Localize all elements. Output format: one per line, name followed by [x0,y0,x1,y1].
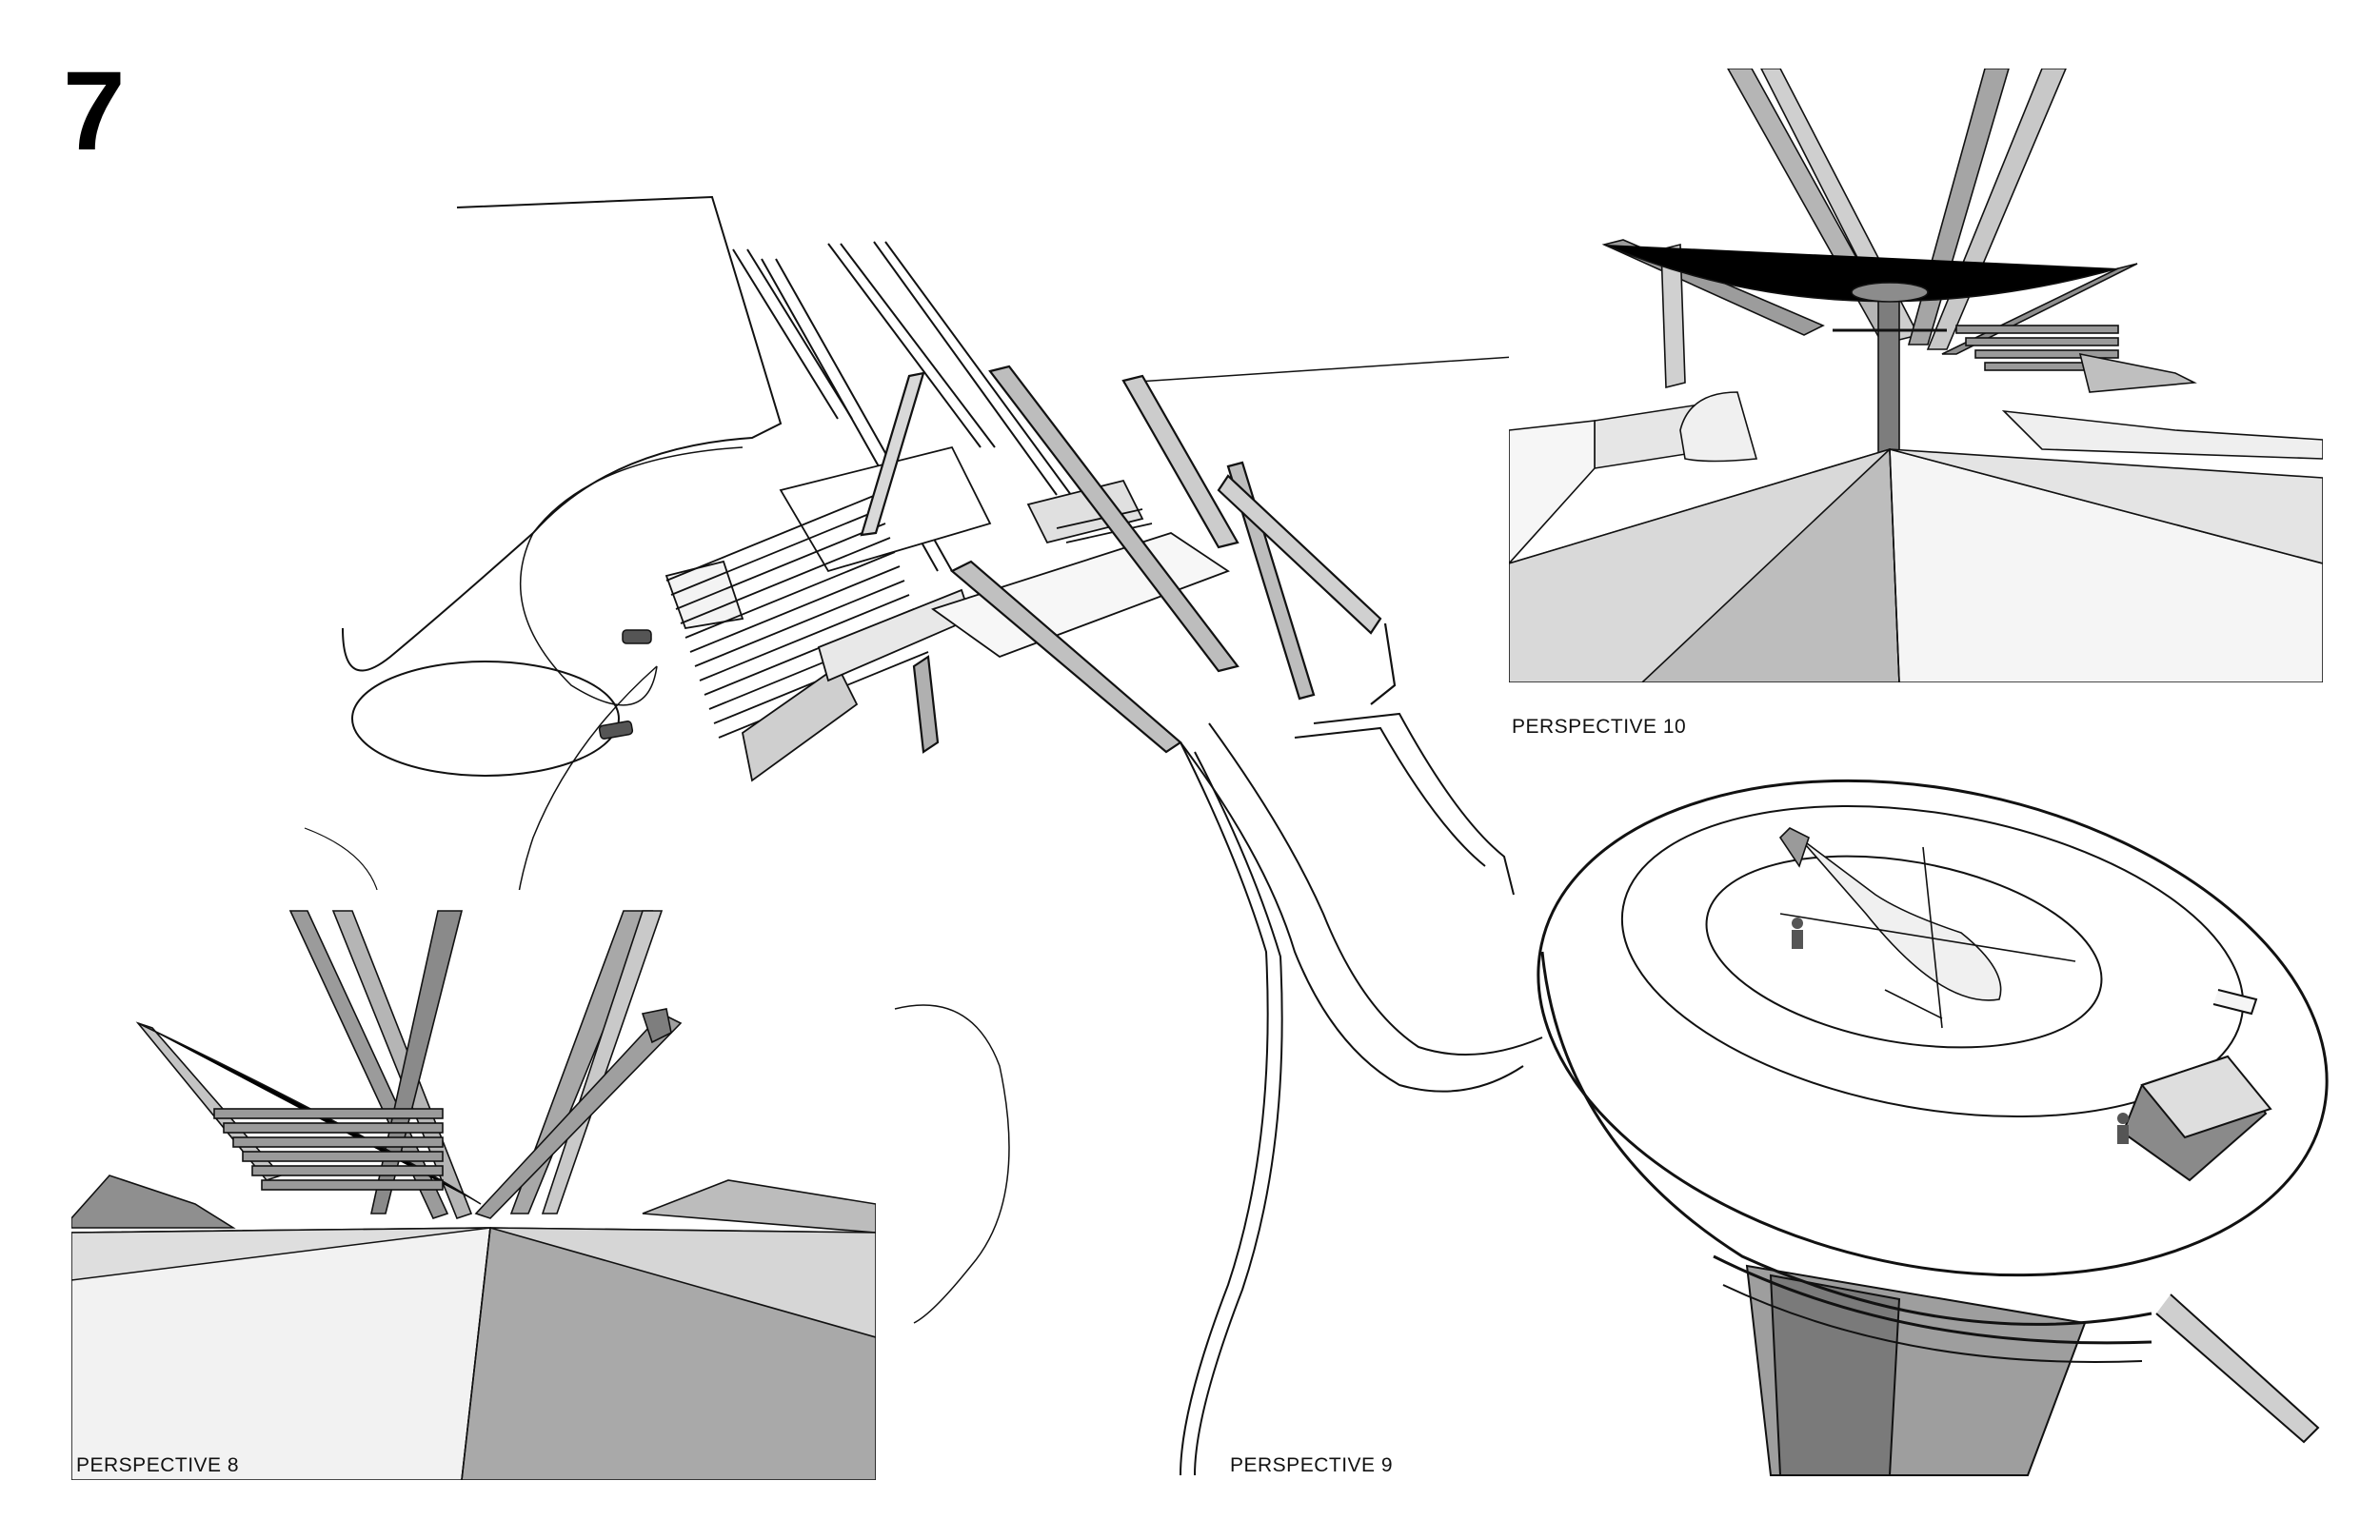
caption-perspective-9: PERSPECTIVE 9 [1230,1454,1394,1476]
pond-outline [351,661,620,777]
caption-perspective-10: PERSPECTIVE 10 [1512,716,1687,738]
central-column [1877,291,1900,455]
structural-struts [860,365,1397,754]
terraces [213,1108,444,1191]
person-icon [1792,918,2129,1144]
ramp [1180,712,1543,1476]
cars [598,629,652,740]
page-number: 7 [63,49,126,174]
car-icon [622,629,652,644]
car-icon [598,721,634,740]
caption-perspective-8: PERSPECTIVE 8 [76,1454,240,1476]
perspective-8-view [71,890,876,1480]
helicopter-icon [1778,827,2076,1029]
heli-tower [1537,779,2329,1476]
perspective-10-view [1509,69,2323,682]
